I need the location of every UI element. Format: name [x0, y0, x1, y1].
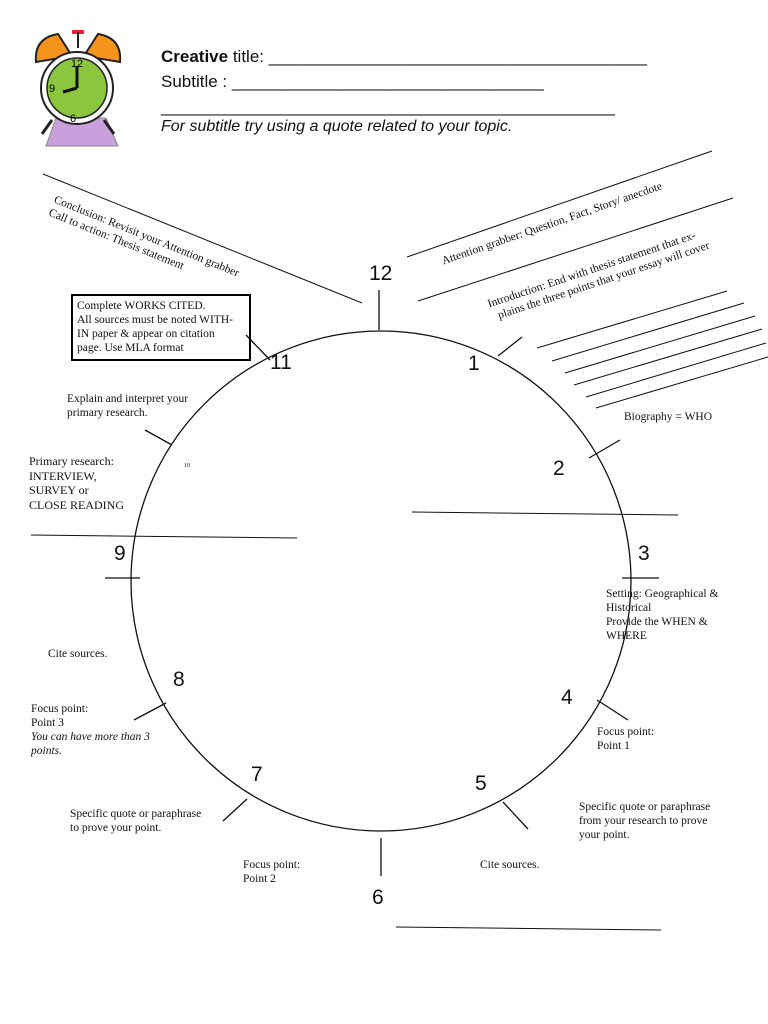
focus1-line-2: Point 1 — [597, 740, 630, 752]
clock-icon-12: 12 — [71, 58, 83, 70]
attention-line — [406, 150, 713, 258]
writing-line-5 — [585, 342, 767, 398]
biography-note: Biography = WHO — [624, 411, 713, 423]
subtitle-line: Subtitle : _____________________________… — [161, 72, 544, 91]
primary-line-4: CLOSE READING — [29, 497, 124, 512]
focus2-line-1: Focus point: — [243, 859, 301, 871]
writing-line-1 — [536, 290, 728, 349]
dial-number-3: 3 — [638, 542, 650, 565]
quote-right-line-1: Specific quote or paraphrase — [579, 801, 711, 813]
subtitle-tip: For subtitle try using a quote related t… — [161, 118, 513, 135]
focus3-line-2: Point 3 — [31, 717, 64, 729]
quote-right-note: Specific quote or paraphrase from your r… — [579, 800, 710, 842]
explain-line-2: primary research. — [67, 407, 148, 419]
left-line — [30, 534, 298, 539]
primary-line-3: SURVEY or — [29, 483, 89, 497]
title-bold-word: Creative — [161, 47, 229, 66]
setting-line-2: Historical — [606, 602, 652, 614]
dial-number-1: 1 — [468, 352, 480, 375]
focus3-tip-1: You can have more than 3 — [31, 731, 150, 743]
dial-number-9: 9 — [114, 542, 126, 565]
focus-point-2-note: Focus point: Point 2 — [243, 858, 300, 886]
dial-number-6: 6 — [372, 886, 384, 909]
works-cited-box: Complete WORKS CITED. All sources must b… — [71, 294, 251, 361]
center-line — [411, 511, 679, 516]
dial-number-11: 11 — [270, 351, 292, 374]
title-rest: title: _________________________________… — [228, 47, 647, 66]
focus2-line-2: Point 2 — [243, 873, 276, 885]
conclusion-line — [42, 173, 363, 304]
primary-line-2: INTERVIEW, — [29, 468, 97, 483]
setting-line-4: WHERE — [606, 630, 647, 642]
extra-underline: ________________________________________… — [161, 97, 615, 116]
writing-line-4 — [573, 328, 763, 386]
dial-number-4: 4 — [561, 686, 573, 709]
focus3-line-1: Focus point: — [31, 703, 89, 715]
cite-sources-bottom: Cite sources. — [480, 859, 540, 871]
clock-face-circle — [130, 330, 632, 832]
dial-number-5: 5 — [475, 772, 487, 795]
intro-line — [417, 197, 734, 302]
explain-note: Explain and interpret your primary resea… — [67, 392, 188, 420]
dial-number-8: 8 — [173, 668, 185, 691]
writing-line-3 — [564, 315, 756, 374]
tick-7 — [222, 798, 248, 822]
dial-number-12: 12 — [369, 262, 393, 285]
works-cited-line-4: page. Use MLA format — [77, 342, 184, 354]
tick-5 — [502, 801, 529, 830]
clock-icon-9: 9 — [49, 83, 55, 95]
focus3-tip-2: points. — [31, 745, 62, 757]
clock-icon-6: 6 — [70, 113, 76, 125]
tick-1 — [497, 336, 523, 357]
cite-sources-left: Cite sources. — [48, 648, 108, 660]
works-cited-line-3: IN paper & appear on citation — [77, 328, 215, 340]
works-cited-line-1: Complete WORKS CITED. — [77, 300, 206, 312]
setting-note: Setting: Geographical & Historical Provi… — [606, 587, 718, 643]
quote-left-line-2: to prove your point. — [70, 822, 162, 834]
primary-research-note: Primary research: INTERVIEW, SURVEY or C… — [29, 454, 124, 512]
dial-number-2: 2 — [553, 457, 565, 480]
writing-line-6 — [595, 356, 768, 409]
setting-line-3: Provide the WHEN & — [606, 616, 708, 628]
tick-10 — [144, 429, 173, 446]
dial-number-7: 7 — [251, 763, 263, 786]
quote-left-line-1: Specific quote or paraphrase — [70, 808, 202, 820]
quote-left-note: Specific quote or paraphrase to prove yo… — [70, 807, 201, 835]
focus1-line-1: Focus point: — [597, 726, 655, 738]
dial-number-10-small: 10 — [184, 463, 190, 469]
tick-2 — [588, 439, 621, 459]
focus-point-3-note: Focus point: Point 3 You can have more t… — [31, 702, 150, 758]
writing-line-2 — [551, 302, 745, 362]
bottom-line — [395, 926, 662, 931]
title-line: Creative title: ________________________… — [161, 47, 647, 67]
works-cited-line-2: All sources must be noted WITH- — [77, 314, 233, 326]
primary-line-1: Primary research: — [29, 454, 114, 468]
focus-point-1-note: Focus point: Point 1 — [597, 725, 654, 753]
alarm-clock-icon: 12 9 6 — [34, 30, 122, 147]
explain-line-1: Explain and interpret your — [67, 393, 189, 405]
quote-right-line-2: from your research to prove — [579, 815, 708, 827]
setting-line-1: Setting: Geographical & — [606, 588, 719, 600]
tick-4 — [596, 699, 629, 721]
tick-8 — [133, 702, 167, 721]
quote-right-line-3: your point. — [579, 829, 630, 841]
